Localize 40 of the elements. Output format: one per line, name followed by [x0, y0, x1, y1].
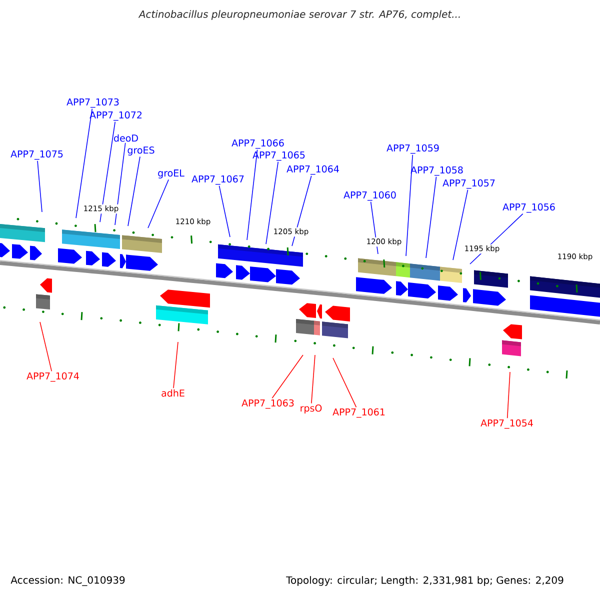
leader-line — [218, 185, 230, 238]
gene-label: APP7_1067 — [192, 175, 244, 185]
leader-line — [37, 160, 42, 212]
gene-label: APP7_1073 — [66, 98, 119, 108]
gene-label: APP7_1059 — [386, 144, 439, 154]
gene-label: APP7_1060 — [344, 191, 396, 201]
leader-line — [311, 354, 316, 404]
gene-label: APP7_1054 — [480, 419, 533, 429]
leader-line — [406, 154, 414, 256]
gene-label: APP7_1061 — [332, 408, 385, 418]
leader-line — [266, 161, 279, 244]
leader-line — [76, 108, 93, 218]
gene-label: APP7_1056 — [502, 203, 555, 213]
gene-label: APP7_1066 — [232, 139, 284, 149]
leader-line — [246, 149, 258, 240]
map-title: Actinobacillus pleuropneumoniae serovar 7 str. AP76, complet... — [138, 10, 460, 20]
leader-line — [40, 322, 52, 372]
gene-label: rpsO — [300, 404, 322, 414]
leader-line — [506, 372, 510, 419]
leader-line — [272, 354, 304, 399]
leader-line — [148, 179, 169, 228]
gene-label: APP7_1057 — [442, 179, 495, 189]
gene-label: APP7_1075 — [10, 150, 63, 160]
leader-line — [332, 358, 357, 408]
leader-line — [292, 175, 312, 246]
gene-label: groEL — [158, 170, 184, 178]
leader-line — [426, 176, 437, 258]
leader-line — [114, 142, 126, 226]
leader-line — [173, 342, 178, 389]
gene-label: APP7_1064 — [286, 165, 339, 175]
gene-label: adhE — [162, 389, 184, 397]
gene-label: deoD — [114, 134, 138, 142]
footer-text: Topology: circular; Length: 2,331,981 bp; Genes: 2,209 — [286, 576, 564, 586]
gene-label: APP7_1063 — [242, 399, 294, 409]
leader-line — [452, 189, 468, 260]
gene-label: groES — [128, 146, 154, 156]
footer-text: Accession: NC_010939 — [10, 576, 125, 586]
gene-label: APP7_1074 — [26, 372, 79, 382]
leader-line — [100, 121, 116, 222]
leader-line — [128, 156, 140, 226]
